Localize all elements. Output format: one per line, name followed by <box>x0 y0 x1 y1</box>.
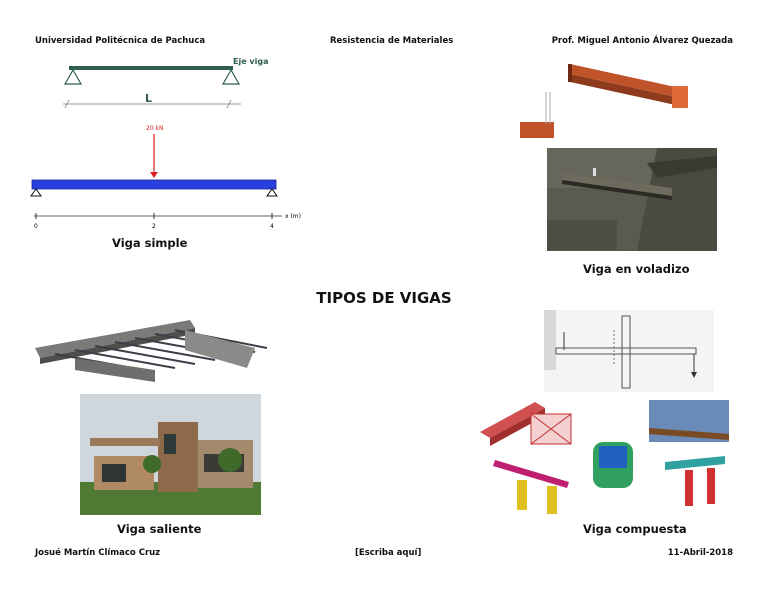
blue-beam <box>31 179 277 190</box>
composite-collage <box>475 398 733 516</box>
left-pin-icon <box>30 188 42 197</box>
right-support-icon <box>221 68 241 85</box>
tick-4: 4 <box>270 223 274 230</box>
footer-placeholder[interactable]: [Escriba aquí] <box>355 548 422 558</box>
caption-cantilever: Viga en voladizo <box>583 262 690 276</box>
composite-drawing <box>544 310 714 392</box>
left-support-icon <box>63 68 83 85</box>
length-label: L <box>145 92 152 105</box>
caption-composite: Viga compuesta <box>583 522 687 536</box>
caption-overhang: Viga saliente <box>117 522 202 536</box>
header-professor: Prof. Miguel Antonio Álvarez Quezada <box>551 36 733 46</box>
right-pin-icon <box>266 188 278 197</box>
load-label: 20 kN <box>146 125 164 132</box>
footer-date: 11-Abril-2018 <box>667 548 733 558</box>
cantilever-photo <box>547 148 717 251</box>
x-axis-label: x (m) <box>285 213 301 220</box>
overhang-house-photo <box>80 394 261 515</box>
overhang-structure-illustration <box>35 320 268 382</box>
tick-2: 2 <box>152 223 156 230</box>
header-course: Resistencia de Materiales <box>330 36 454 46</box>
page-title: TIPOS DE VIGAS <box>316 289 452 307</box>
steel-beam-illustration <box>520 64 688 138</box>
beam-axis-label: Eje viga <box>233 57 269 66</box>
tick-0: 0 <box>34 223 38 230</box>
beam-axis-bar <box>69 66 233 70</box>
caption-simple: Viga simple <box>112 236 188 250</box>
header-university: Universidad Politécnica de Pachuca <box>35 36 206 46</box>
simple-beam-diagram: 20 kN 0 2 4 x (m) <box>30 125 301 230</box>
beam-axis-diagram: Eje viga L <box>63 57 269 109</box>
footer-author: Josué Martín Clímaco Cruz <box>35 548 161 558</box>
